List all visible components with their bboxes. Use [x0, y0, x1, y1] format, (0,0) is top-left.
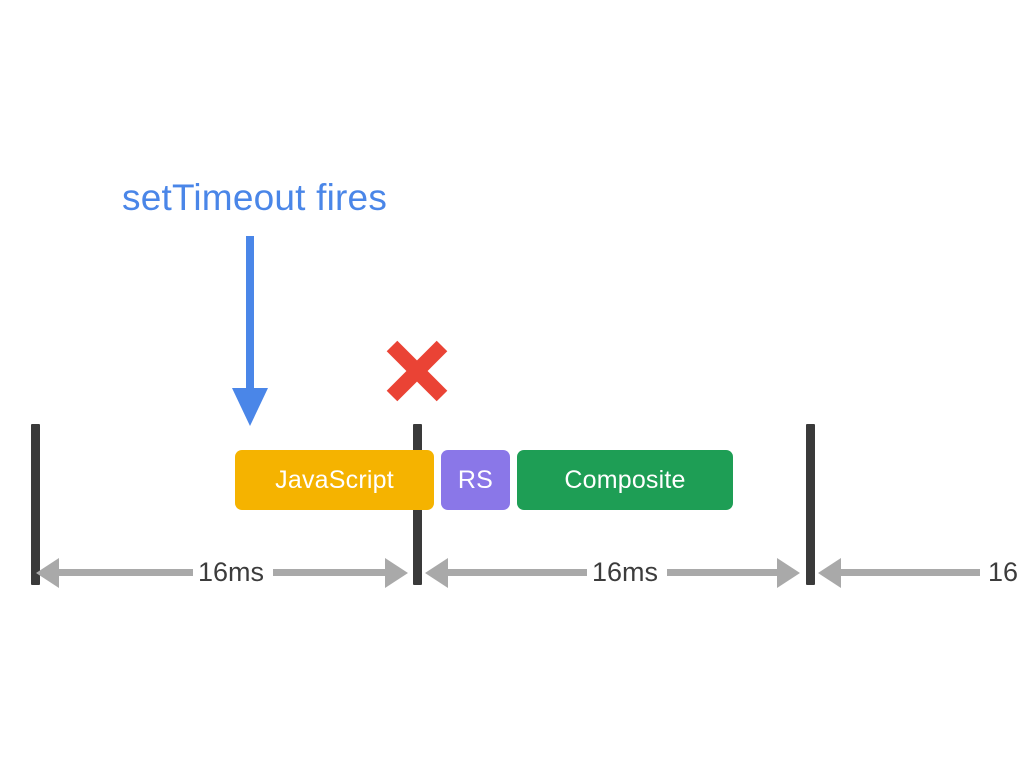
- measure-2-line-left: [447, 569, 587, 576]
- frame-boundary-tick-1: [31, 424, 40, 585]
- measure-2-arrowhead-left: [425, 558, 448, 588]
- measure-2-label: 16ms: [592, 557, 659, 587]
- measure-1-arrowhead-left: [36, 558, 59, 588]
- measure-1-label: 16ms: [198, 557, 265, 587]
- measure-2-line-right: [667, 569, 778, 576]
- measure-1-line-right: [273, 569, 386, 576]
- measure-3-arrowhead-left: [818, 558, 841, 588]
- measure-1-line-left: [58, 569, 193, 576]
- task-block-composite[interactable]: Composite: [517, 450, 733, 510]
- measure-1-arrowhead-right: [385, 558, 408, 588]
- task-block-javascript[interactable]: JavaScript: [235, 450, 434, 510]
- measure-2-arrowhead-right: [777, 558, 800, 588]
- measure-3-line: [840, 569, 980, 576]
- down-arrow-icon: [228, 236, 272, 426]
- frame-boundary-tick-3: [806, 424, 815, 585]
- measure-3-label: 16: [988, 557, 1019, 587]
- task-block-rs[interactable]: RS: [441, 450, 510, 510]
- red-x-icon: [384, 340, 450, 402]
- settimeout-annotation-label: setTimeout fires: [122, 177, 388, 218]
